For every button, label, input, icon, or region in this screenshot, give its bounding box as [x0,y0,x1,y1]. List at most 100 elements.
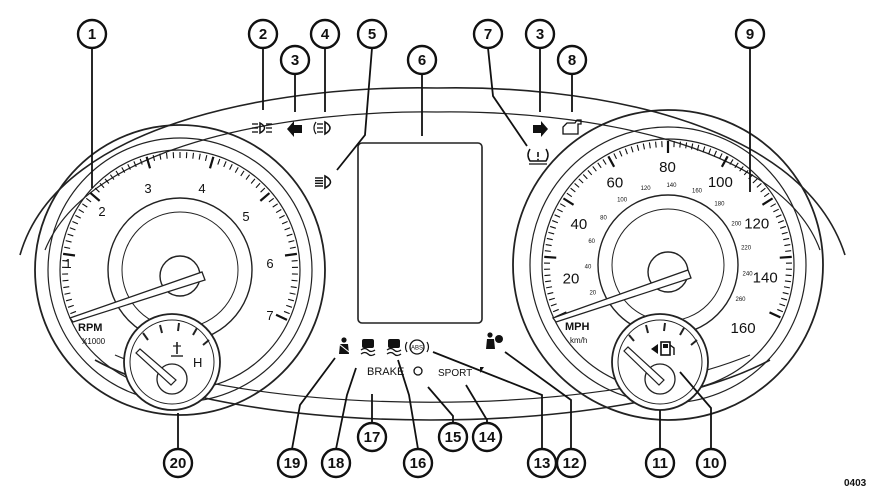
dial-tick [67,304,74,308]
dial-tick [592,166,597,172]
svg-text:9: 9 [746,26,754,43]
dial-tick [85,197,92,203]
tach-label-6: 6 [266,256,273,271]
dial-tick [94,187,100,193]
tachometer-ticks [62,152,298,321]
dial-tick [545,280,552,283]
callout-1: 1 [76,18,108,50]
dial-tick [613,153,617,160]
dial-tick [208,156,215,169]
high-beam-icon [315,174,332,190]
dial-tick [729,159,734,165]
dial-tick [268,197,275,203]
speedometer-scale-label: 20 [589,290,596,296]
dial-tick [770,203,777,208]
dial-tick [708,148,712,155]
dial-tick [204,154,208,162]
speedometer-scale-label: 60 [606,175,623,192]
callout-15: 15 [437,421,469,453]
dial-tick [152,154,156,162]
dial-tick [159,153,162,160]
svg-text:5: 5 [368,26,376,43]
svg-text:14: 14 [479,429,496,446]
dial-tick [115,170,120,177]
speedometer-scale-label: 80 [659,159,676,176]
speedometer-scale-label: 20 [563,271,580,288]
callout-9: 9 [734,18,766,50]
svg-text:20: 20 [170,455,187,472]
speedometer-scale-label: 100 [708,174,733,191]
callout-10: 10 [695,447,727,479]
coolant-temperature-icon [171,342,183,357]
dial-tick [761,197,774,206]
speedometer-scale-label: 120 [641,186,652,192]
temperature-gauge-dial [129,319,215,405]
dial-tick [548,297,555,301]
tach-unit-rpm: RPM [78,322,102,334]
fuel-gauge-ring [611,313,709,411]
dial-tick [784,280,791,283]
dial-tick [642,143,646,150]
dial-tick [549,225,557,229]
dial-tick [597,162,602,169]
dial-tick [752,178,758,184]
svg-text:12: 12 [563,455,580,472]
speedometer-scale-label: 80 [600,216,607,222]
dial-tick [783,286,790,289]
dial-tick [777,308,784,313]
speedometer-scale-label: 240 [743,272,754,278]
speedometer-scale-label: 120 [744,215,769,232]
dial-tick [636,144,640,151]
tach-label-5: 5 [242,209,249,224]
dial-tick [255,182,261,189]
dial-tick [198,153,201,160]
dial-tick [552,308,559,313]
callout-20: 20 [162,447,194,479]
airbag-warning-icon [486,332,503,349]
dial-tick [702,146,706,153]
svg-text:11: 11 [652,455,668,472]
dial-tick [72,220,79,225]
dial-tick [554,214,561,218]
temperature-gauge: H [123,313,221,411]
dial-tick [607,155,616,168]
dial-tick [777,220,784,224]
dial-tick [234,167,239,173]
dial-tick [544,255,557,259]
callout-13: 13 [526,447,558,479]
svg-text:3: 3 [536,26,544,43]
dial-tick [720,155,729,168]
speedometer-unit-kmh: km/h [570,336,587,345]
callout-16: 16 [402,447,434,479]
dial-tick [769,311,781,319]
svg-text:1: 1 [88,26,96,43]
dial-tick [70,310,77,315]
tach-label-2: 2 [98,204,105,219]
temperature-hot-label: H [193,355,202,370]
speedometer-needle [551,269,692,323]
speedometer-scale-label: 260 [735,297,746,303]
dial-tick [82,203,88,208]
dial-tick [779,303,786,307]
svg-text:10: 10 [703,455,720,472]
dial-tick [284,252,298,257]
dial-tick [89,192,101,202]
dial-tick [696,144,700,151]
dial-tick [655,141,657,148]
speedometer-scale-label: 220 [741,246,752,252]
dial-tick [552,220,559,224]
speedometer-scale-label: 100 [617,197,628,203]
fuel-gauge-dial [617,319,703,405]
callout-6: 6 [406,44,438,76]
dial-tick [739,166,744,172]
dial-tick [785,274,792,277]
tach-label-3: 3 [144,181,151,196]
dial-tick [109,174,115,180]
dial-tick [784,243,791,247]
dial-tick [69,227,76,231]
callout-18: 18 [320,447,352,479]
callout-14: 14 [471,421,503,453]
dial-tick [279,214,285,219]
dial-tick [281,220,288,225]
dial-tick [289,292,296,295]
